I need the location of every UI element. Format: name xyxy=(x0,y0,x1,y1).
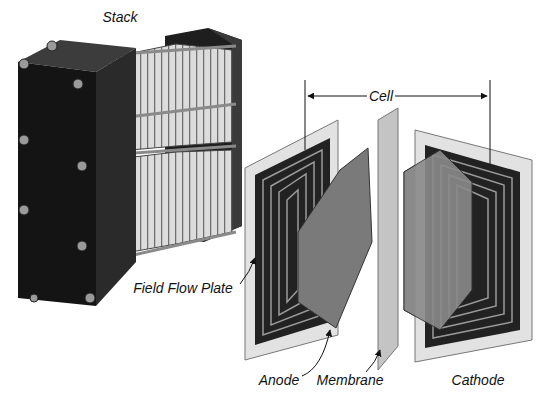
part-label: Stack xyxy=(100,9,139,25)
stack-illustration xyxy=(18,28,242,306)
part-label: Cathode xyxy=(450,372,507,388)
cathode-sheet xyxy=(404,150,472,330)
part-label: Membrane xyxy=(315,372,386,388)
part-label: Field Flow Plate xyxy=(131,280,235,296)
leader-line xyxy=(240,258,380,376)
dimension-line xyxy=(305,80,490,165)
membrane-sheet xyxy=(378,108,398,370)
anode-sheet xyxy=(298,148,372,328)
part-label: Cell xyxy=(367,88,395,104)
flow-plate-illustration xyxy=(404,130,532,362)
part-label: Anode xyxy=(257,372,301,388)
